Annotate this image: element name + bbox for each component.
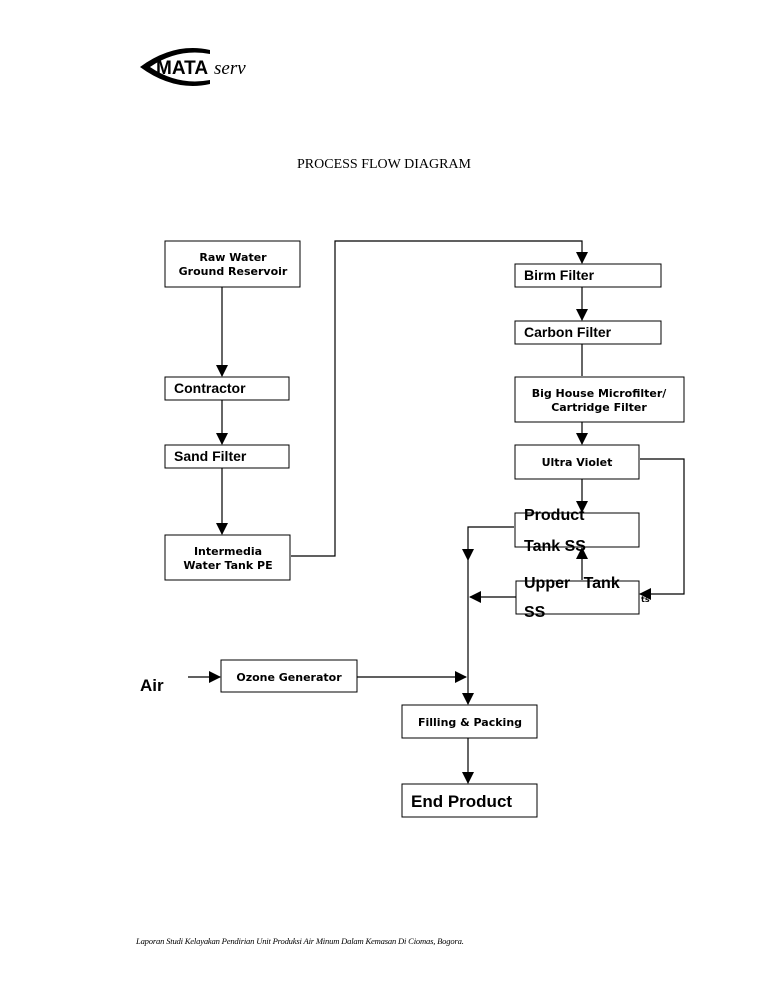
- filling-packing-label: Filling & Packing: [418, 716, 522, 729]
- arrow-intermedia-to-birm: [291, 240, 588, 557]
- node-end-product: End Product: [401, 783, 538, 818]
- node-birm-filter: Birm Filter: [514, 263, 662, 288]
- node-raw-water: Raw Water Ground Reservoir: [164, 240, 301, 288]
- node-carbon-filter: Carbon Filter: [514, 320, 662, 345]
- mataserv-logo: MATA serv: [138, 44, 268, 90]
- arrow-uv-to-upper: [639, 458, 685, 600]
- microfilter-line1: Big House Microfilter/: [532, 387, 668, 400]
- microfilter-line2: Cartridge Filter: [551, 401, 647, 414]
- upper-tank-line1: Upper Tank: [524, 575, 620, 592]
- intermedia-line2: Water Tank PE: [183, 559, 272, 572]
- logo-brand-italic: serv: [214, 58, 246, 79]
- birm-filter-label: Birm Filter: [524, 267, 595, 283]
- node-contractor: Contractor: [164, 376, 290, 401]
- upper-tank-line2: SS: [524, 604, 546, 621]
- node-upper-tank: Upper Tank SS ts: [515, 575, 650, 621]
- product-tank-line2: Tank SS: [524, 538, 586, 555]
- raw-water-line1: Raw Water: [199, 251, 267, 264]
- connectors: [188, 240, 685, 784]
- logo-brand-bold: MATA: [156, 58, 208, 79]
- footer-caption: Laporan Studi Kelayakan Pendirian Unit P…: [136, 936, 464, 946]
- carbon-filter-label: Carbon Filter: [524, 324, 612, 340]
- node-microfilter: Big House Microfilter/ Cartridge Filter: [514, 376, 685, 423]
- ultra-violet-label: Ultra Violet: [542, 456, 613, 469]
- end-product-label: End Product: [411, 792, 512, 811]
- node-ultra-violet: Ultra Violet: [514, 444, 640, 480]
- intermedia-line1: Intermedia: [194, 545, 262, 558]
- raw-water-line2: Ground Reservoir: [179, 265, 288, 278]
- node-product-tank: Product Tank SS: [514, 507, 640, 555]
- sand-filter-label: Sand Filter: [174, 448, 247, 464]
- ozone-generator-label: Ozone Generator: [236, 671, 342, 684]
- node-ozone-generator: Ozone Generator: [220, 659, 358, 693]
- air-label: Air: [140, 676, 164, 695]
- node-intermedia: Intermedia Water Tank PE: [164, 534, 291, 581]
- upper-tank-overflow-mark: ts: [641, 595, 650, 604]
- node-sand-filter: Sand Filter: [164, 444, 290, 469]
- page-title: PROCESS FLOW DIAGRAM: [297, 157, 471, 172]
- contractor-label: Contractor: [174, 380, 246, 396]
- node-filling-packing: Filling & Packing: [401, 704, 538, 739]
- arrow-product-to-line: [462, 526, 514, 561]
- product-tank-line1: Product: [524, 507, 585, 524]
